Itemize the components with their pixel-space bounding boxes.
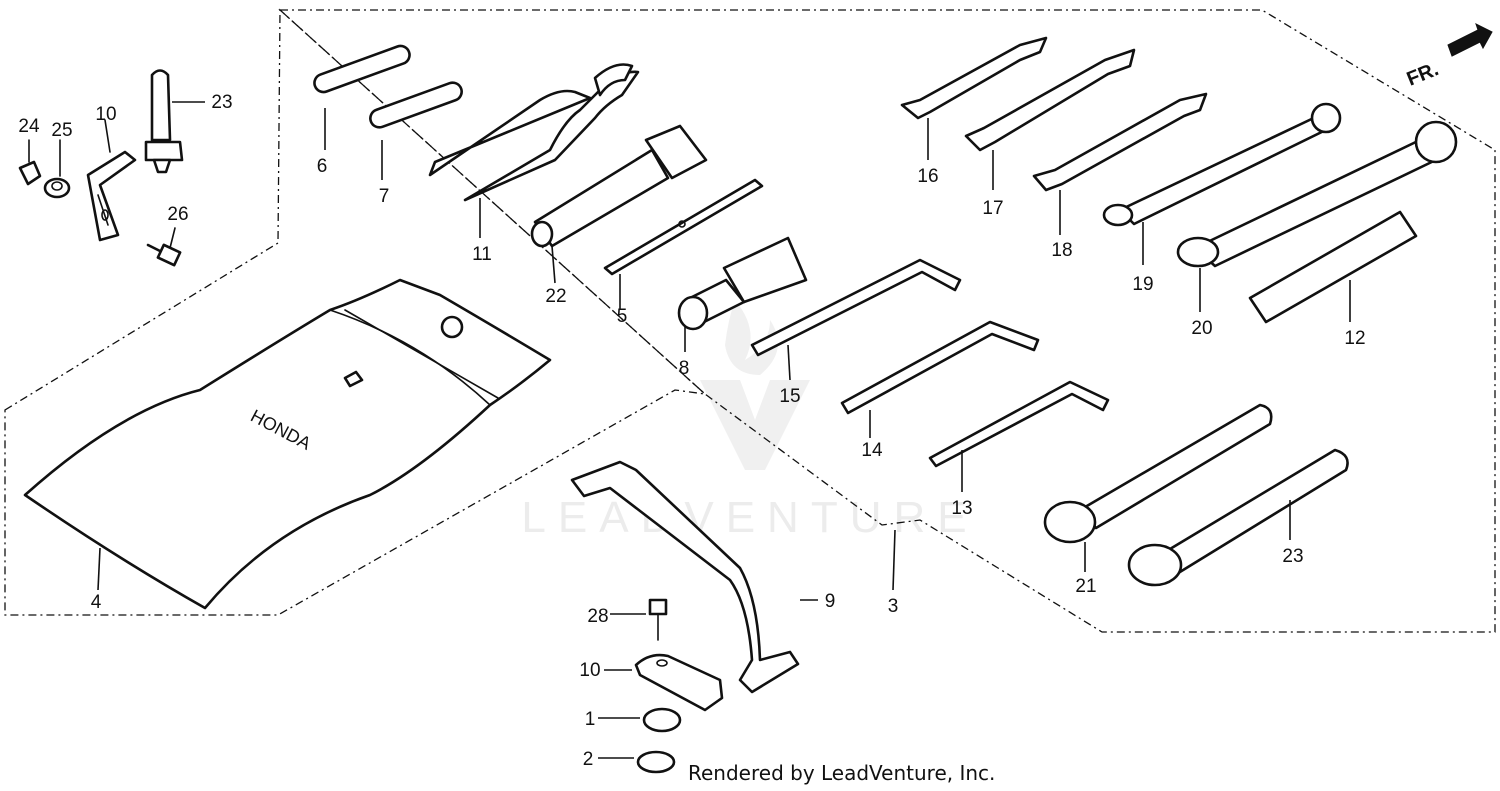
part-label-14: 14 (861, 440, 883, 461)
part-label-5: 5 (617, 306, 628, 327)
part-label-16: 16 (917, 166, 938, 187)
watermark-logo (700, 300, 810, 470)
tool-pouch-4: HONDA (23, 278, 552, 610)
part-label-28: 28 (587, 606, 608, 627)
pliers-11 (428, 63, 640, 238)
tool-kit-boundary (278, 9, 1496, 633)
hex-key-13 (928, 380, 1110, 492)
open-wrench-18 (1032, 92, 1208, 235)
bolt-27 (146, 227, 182, 267)
open-wrench-17 (964, 48, 1136, 190)
part-label-26: 25 (51, 120, 72, 141)
washer-1 (598, 707, 682, 733)
part-label-25: 24 (18, 116, 40, 137)
screwdriver-bit-5 (603, 178, 764, 310)
strap-9 (570, 460, 818, 694)
bolt-28 (610, 598, 668, 641)
tool-6 (313, 44, 411, 150)
part-label-9: 9 (825, 591, 836, 612)
socket-bar-22 (530, 124, 708, 284)
part-label-23: 23 (1282, 546, 1303, 567)
box-wrench-21 (1043, 403, 1273, 572)
box-wrench-23 (1127, 448, 1349, 587)
part-label-15: 15 (779, 386, 800, 407)
part-label-4: 4 (91, 592, 102, 613)
part-label-10-lower: 10 (579, 660, 600, 681)
pin-24 (144, 69, 205, 174)
nut-26 (43, 139, 71, 199)
part-label-17: 17 (982, 198, 1003, 219)
part-label-12: 12 (1344, 328, 1365, 349)
part-label-2: 2 (583, 749, 594, 770)
part-label-3: 3 (888, 596, 899, 617)
part-label-27: 26 (167, 204, 188, 225)
part-label-22: 22 (545, 286, 566, 307)
front-direction-label: FR. (1404, 58, 1442, 90)
part-label-11: 11 (472, 244, 492, 265)
pouch-boundary (4, 8, 707, 616)
part-label-1: 1 (585, 709, 596, 730)
part-label-24: 23 (211, 92, 232, 113)
screwdriver-handle-8 (677, 236, 808, 352)
tube-12 (1248, 210, 1418, 324)
part-label-21: 21 (1075, 576, 1096, 597)
clip-25 (18, 139, 42, 186)
part-label-8: 8 (679, 358, 690, 379)
part-label-20: 20 (1191, 318, 1212, 339)
washer-2 (598, 750, 676, 774)
part-label-7: 7 (379, 186, 390, 207)
group-3-leader (892, 529, 896, 591)
ring-wrench-20 (1176, 120, 1458, 312)
hex-key-15 (750, 258, 962, 381)
part-label-13: 13 (951, 498, 972, 519)
part-label-18: 18 (1051, 240, 1072, 261)
watermark-text: LEADVENTURE (521, 493, 978, 542)
hex-key-14 (840, 320, 1040, 438)
part-label-6: 6 (317, 156, 328, 177)
holder-10-upper (86, 119, 137, 242)
render-credit: Rendered by LeadVenture, Inc. (688, 761, 996, 785)
holder-10-lower (604, 653, 724, 712)
ring-wrench-19 (1102, 102, 1342, 265)
front-direction-arrow: FR. (1404, 23, 1493, 91)
part-label-10-upper: 10 (95, 104, 116, 125)
open-wrench-16 (900, 36, 1048, 160)
part-label-19: 19 (1132, 274, 1153, 295)
tool-7 (369, 81, 463, 180)
